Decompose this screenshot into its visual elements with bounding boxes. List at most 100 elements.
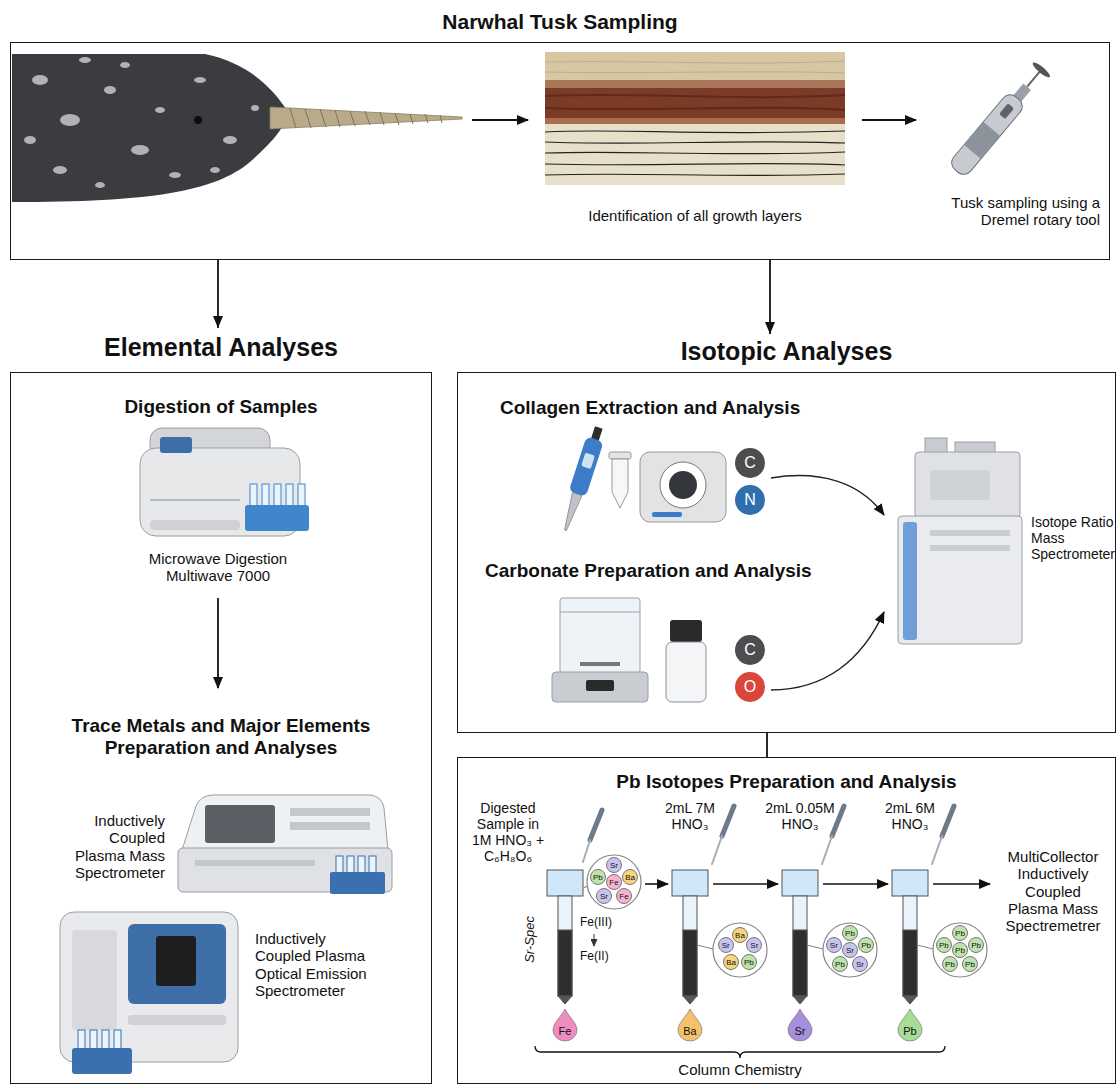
irms-instrument: [930, 545, 1010, 551]
element-label: Sr: [718, 937, 734, 953]
chromatography-column: [683, 996, 697, 1004]
icp-oes-instrument: [128, 924, 226, 1004]
flow-arrow: [594, 884, 990, 946]
microwave-digester: [150, 520, 240, 530]
element-symbol: C: [735, 635, 765, 665]
dremel-tool: [964, 122, 1000, 159]
magnifier-circle: [587, 855, 641, 909]
heading-text: Collagen Extraction and Analysis: [500, 397, 900, 419]
drop-shape: [553, 1009, 577, 1041]
label-text: Sr-Spec: [523, 909, 538, 969]
flow-arrow: [472, 120, 916, 121]
icp-ms-instrument: [290, 822, 370, 830]
element-circle: C: [735, 448, 765, 478]
drop-label: Pb: [897, 1022, 923, 1040]
chromatography-column: [903, 896, 917, 996]
dremel-tool: [1031, 60, 1052, 79]
chromatography-column: [558, 930, 572, 996]
element-circle: N: [735, 485, 765, 515]
chromatography-column: [547, 870, 583, 896]
element-symbol: C: [735, 448, 765, 478]
flow-arrow: [472, 119, 528, 121]
tusk-section-photo: [545, 131, 845, 176]
irms-instrument: [898, 516, 1022, 644]
sample-vial: [666, 642, 706, 702]
sample-tube: [609, 452, 631, 508]
panel-outline: [457, 372, 1116, 733]
icp-oes-instrument: [128, 1015, 226, 1025]
narwhal-photo: [194, 77, 206, 83]
narwhal-photo: [32, 75, 48, 85]
magnifier-circle: [807, 945, 823, 949]
element-label: Pb: [858, 937, 874, 953]
dremel-tool: [999, 103, 1014, 119]
panel-box: Isotopic AnalysesCollagen Extraction and…: [457, 334, 1116, 733]
element-label: Pb: [952, 925, 968, 941]
sample-tube: [612, 459, 628, 508]
heading-text: Isotopic Analyses: [457, 337, 1116, 366]
label-text: Fe(III): [580, 916, 630, 930]
panel-outline: [10, 42, 1110, 260]
element-circle: C: [735, 635, 765, 665]
narwhal-photo: [290, 108, 442, 128]
icp-ms-instrument: [178, 795, 392, 894]
dremel-tool: [948, 60, 1052, 178]
chromatography-column: [683, 930, 697, 996]
magnifier-circle: [583, 855, 987, 977]
pipette: [822, 836, 832, 864]
magnifier-circle: [917, 945, 933, 949]
tusk-section-photo: [545, 88, 845, 118]
eluate-drop: Fe: [552, 1008, 578, 1042]
tusk-section-photo: [545, 52, 845, 80]
centrifuge: [640, 452, 726, 522]
pipette: [932, 836, 942, 864]
flow-arrow: [594, 934, 595, 946]
dremel-tool: [948, 91, 1026, 178]
microwave-digester: [160, 437, 192, 453]
narwhal-photo: [60, 114, 80, 126]
narwhal-photo: [155, 107, 165, 113]
element-circle: O: [735, 672, 765, 702]
irms-instrument: [915, 452, 1020, 518]
microwave-digester: [140, 428, 309, 536]
sample-vial: [666, 620, 706, 702]
analytical-balance: [552, 598, 648, 702]
flow-arrow: [862, 119, 916, 121]
sample-vial: [670, 620, 702, 642]
label-text: Identification of all growth layers: [560, 207, 830, 224]
element-label: Pb: [842, 925, 858, 941]
flow-arrow: [771, 612, 884, 690]
bracket: [535, 1046, 945, 1058]
tusk-section-photo: [545, 61, 845, 73]
narwhal-photo: [194, 116, 202, 124]
panel-box: Elemental AnalysesDigestion of SamplesMi…: [10, 328, 432, 1084]
analytical-balance: [560, 598, 640, 674]
chromatography-column: [793, 996, 807, 1004]
magnifier-circle: [823, 923, 877, 977]
microwave-digester: [262, 484, 269, 508]
label-text: 2mL 6M HNO₃: [870, 800, 950, 832]
element-label: Ba: [622, 869, 638, 885]
analytical-balance: [586, 680, 614, 691]
connector-arrow: [217, 260, 219, 328]
icp-ms-instrument: [182, 795, 388, 850]
narwhal-photo: [24, 57, 259, 188]
element-label: Pb: [952, 942, 968, 958]
centrifuge: [640, 452, 726, 522]
label-text: Digested Sample in 1M HNO₃ + C₆H₈O₆: [466, 800, 550, 864]
microwave-digester: [298, 484, 305, 508]
magnifier-circle: [933, 923, 987, 977]
tusk-section-photo: [545, 80, 845, 88]
element-label: Sr: [842, 942, 858, 958]
element-label: Sr: [596, 888, 612, 904]
microwave-digester: [245, 505, 309, 531]
pipette: [942, 806, 954, 836]
chromatography-column: [903, 996, 917, 1004]
centrifuge: [669, 471, 697, 499]
narwhal-photo: [251, 105, 259, 111]
narwhal-photo: [12, 54, 462, 202]
eluate-drop: Ba: [677, 1008, 703, 1042]
pipette: [569, 436, 604, 497]
element-label: Ba: [732, 927, 748, 943]
element-symbol: O: [735, 672, 765, 702]
